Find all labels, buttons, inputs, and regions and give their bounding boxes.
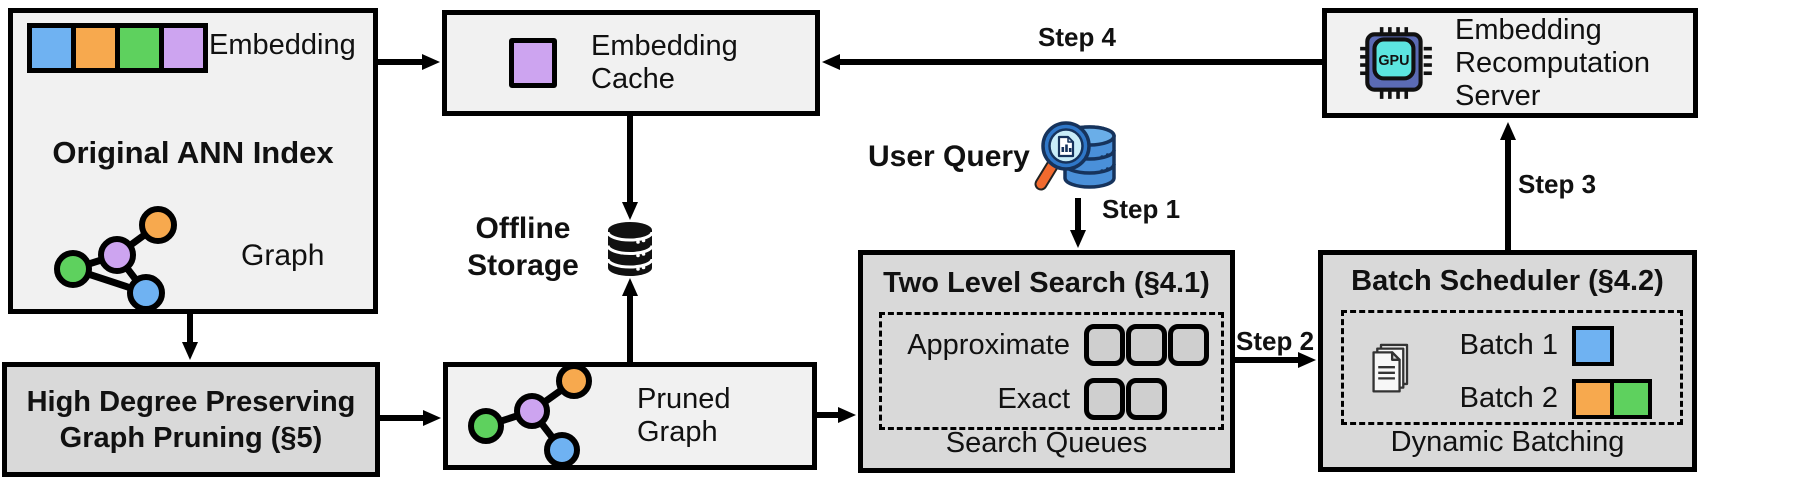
embedding-cache-box: Embedding Cache — [442, 10, 820, 116]
offline-storage-label: Offline Storage — [467, 212, 579, 282]
pruned-graph-icon — [468, 363, 592, 468]
high-degree-pruning-line1: High Degree Preserving — [26, 385, 356, 418]
queue-slot — [1126, 378, 1167, 420]
batch1-row: Batch 1 — [1344, 323, 1680, 368]
queue-slot — [1168, 324, 1209, 366]
high-degree-pruning-line2: Graph Pruning (§5) — [59, 421, 323, 454]
step4-label: Step 4 — [1037, 22, 1117, 52]
gpu-chip-icon: GPU — [1360, 27, 1432, 99]
dynamic-batching-label: Dynamic Batching — [1390, 426, 1625, 458]
batch1-label: Batch 1 — [1459, 329, 1558, 361]
embedding-chip-purple-icon — [164, 28, 203, 68]
embedding-vector-icon — [27, 23, 208, 73]
search-queues-label: Search Queues — [945, 427, 1148, 459]
embedding-chip-orange-icon — [76, 28, 115, 68]
two-level-search-box: Two Level Search (§4.1) Approximate Exac… — [858, 250, 1235, 473]
batch2-chip-orange-icon — [1572, 378, 1614, 419]
batch-scheduler-title: Batch Scheduler (§4.2) — [1351, 265, 1664, 297]
pruned-graph-label: Pruned Graph — [637, 383, 731, 448]
batch2-row: Batch 2 — [1344, 376, 1680, 421]
step1-label: Step 1 — [1102, 194, 1181, 224]
graph-icon — [54, 206, 177, 312]
batch2-chip-green-icon — [1610, 378, 1652, 419]
documents-stack-icon — [1372, 343, 1409, 393]
high-degree-pruning-box: High Degree Preserving Graph Pruning (§5… — [2, 362, 380, 477]
cached-embedding-icon — [509, 38, 557, 88]
embedding-cache-label: Embedding Cache — [591, 30, 738, 95]
gpu-chip-label: GPU — [1378, 53, 1409, 69]
pruned-graph-box: Pruned Graph — [443, 362, 817, 470]
batch2-label: Batch 2 — [1459, 382, 1558, 414]
graph-label: Graph — [241, 239, 325, 272]
queue-slot — [1126, 324, 1167, 366]
batch-scheduler-box: Batch Scheduler (§4.2) Batch 1 — [1318, 250, 1697, 472]
step3-label: Step 3 — [1518, 169, 1597, 199]
user-query-search-database-icon — [1034, 121, 1116, 191]
search-queues-group: Approximate Exact — [879, 312, 1224, 430]
batch1-embeddings — [1572, 325, 1614, 366]
approximate-label: Approximate — [907, 328, 1070, 361]
exact-queue-slots — [1084, 378, 1167, 420]
two-level-search-title: Two Level Search (§4.1) — [883, 267, 1210, 299]
offline-storage-database-icon — [606, 222, 654, 276]
batch1-chip-blue-icon — [1572, 325, 1614, 366]
exact-label: Exact — [997, 382, 1070, 415]
queue-slot — [1084, 378, 1125, 420]
queue-slot — [1084, 324, 1125, 366]
embedding-label: Embedding — [209, 29, 356, 61]
exact-queue-row: Exact — [882, 377, 1221, 421]
original-ann-index-title: Original ANN Index — [52, 135, 334, 170]
dynamic-batching-group: Batch 1 Batch 2 — [1341, 310, 1683, 425]
approximate-queue-row: Approximate — [882, 323, 1221, 367]
recomputation-server-label: Embedding Recomputation Server — [1455, 13, 1651, 112]
original-ann-index-box: Embedding Original ANN Index Graph — [8, 8, 378, 314]
embedding-chip-blue-icon — [32, 28, 71, 68]
step2-label: Step 2 — [1236, 326, 1315, 356]
recomputation-server-box: GPU Embedding Recomputation Server — [1322, 8, 1698, 118]
batch2-embeddings — [1572, 378, 1652, 419]
user-query-label: User Query — [868, 140, 1030, 173]
embedding-chip-green-icon — [120, 28, 159, 68]
approximate-queue-slots — [1084, 324, 1209, 366]
